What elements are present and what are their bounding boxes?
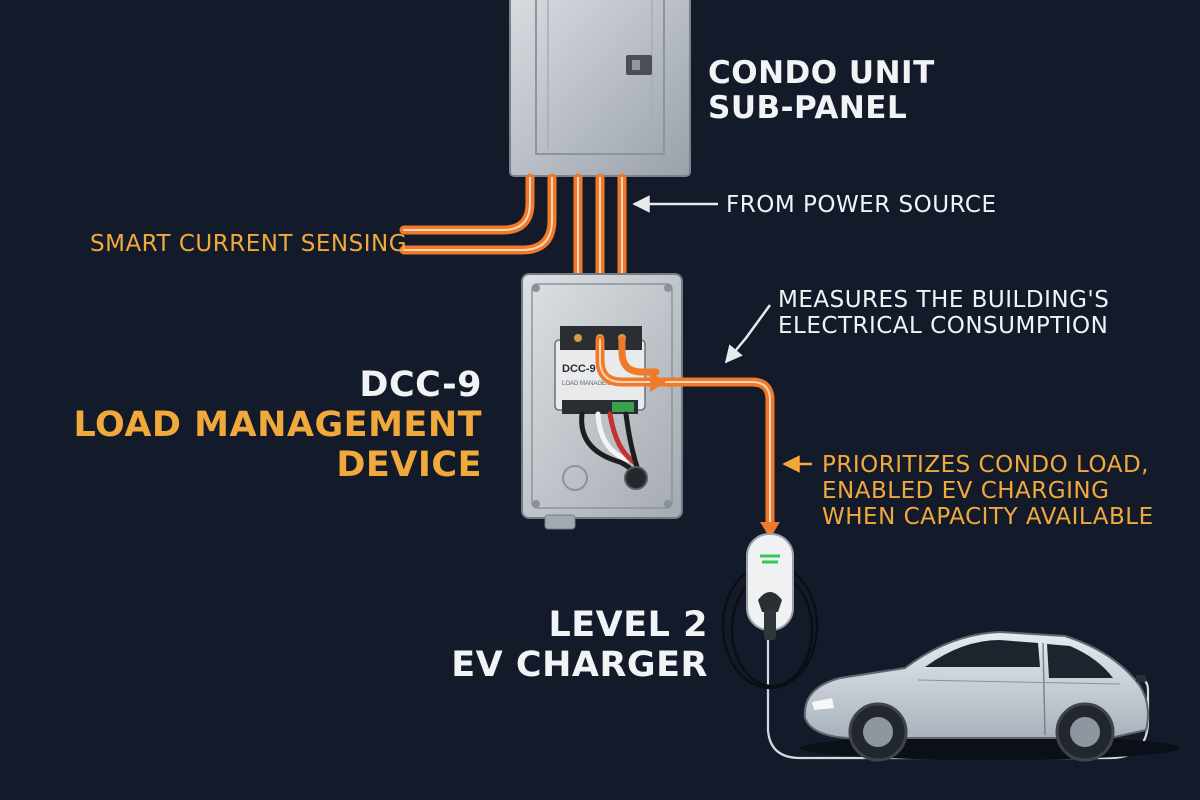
current-sensing-label: SMART CURRENT SENSING [90,231,407,257]
priority-label-line1: PRIORITIZES CONDO LOAD, [822,452,1149,478]
charger-arrowhead-icon [760,522,780,538]
charge-port-icon [1136,675,1146,682]
power-source-label: FROM POWER SOURCE [726,192,996,218]
device-face-model: DCC-9 [562,363,596,375]
device-name-line1: LOAD MANAGEMENT [73,404,482,445]
consumption-label: MEASURES THE BUILDING'S ELECTRICAL CONSU… [778,287,1109,339]
device-label: DCC-9 LOAD MANAGEMENT DEVICE [73,365,482,486]
device-model: DCC-9 [359,365,482,405]
consumption-label-line1: MEASURES THE BUILDING'S [778,287,1110,313]
charging-plug-icon [758,592,782,612]
charger-label-line1: LEVEL 2 [548,605,708,645]
charger-label: LEVEL 2 EV CHARGER [451,605,708,686]
sub-panel-label: CONDO UNIT SUB-PANEL [708,55,935,127]
charger-label-line2: EV CHARGER [451,644,708,685]
priority-label-line2: ENABLED EV CHARGING [822,478,1110,505]
power-source-text: FROM POWER SOURCE [726,192,997,218]
flow-arrowhead-icon [650,372,666,392]
sub-panel [509,0,691,177]
device-face-subtitle: LOAD MANAGEMENT [562,381,623,387]
priority-label-line3: WHEN CAPACITY AVAILABLE [822,504,1154,531]
dcc9-enclosure [521,273,683,530]
measure-arrow-icon [724,304,772,364]
priority-label: PRIORITIZES CONDO LOAD, ENABLED EV CHARG… [822,452,1154,531]
consumption-label-line2: ELECTRICAL CONSUMPTION [778,313,1109,340]
sub-panel-label-line1: CONDO UNIT [708,55,935,91]
charger-feed-line [595,335,775,535]
sub-panel-label-line2: SUB-PANEL [708,90,908,127]
electric-car [800,630,1180,762]
current-sensing-text: SMART CURRENT SENSING [90,231,408,257]
device-name-line2: DEVICE [336,444,482,485]
ev-charger [746,533,794,640]
